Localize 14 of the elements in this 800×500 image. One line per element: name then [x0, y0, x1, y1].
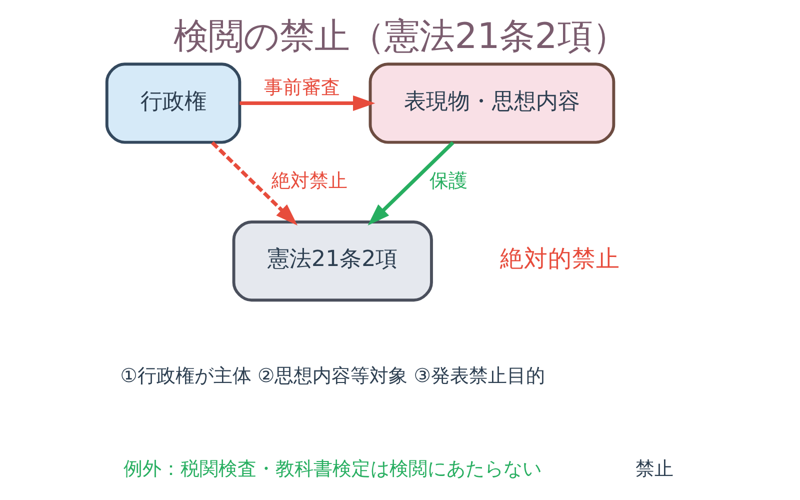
node-box: 憲法21条2項: [232, 220, 432, 302]
label: 禁止: [634, 456, 673, 480]
node-box: 行政権: [104, 62, 241, 144]
label: 例外：税関検査・教科書検定は検閲にあたらない: [123, 456, 542, 480]
arrow: [367, 141, 454, 226]
label: 絶対的禁止: [499, 244, 620, 273]
edge-label: 絶対禁止: [271, 169, 348, 192]
arrow: [210, 141, 298, 226]
edge-label: 保護: [428, 169, 467, 192]
node-box: 表現物・思想内容: [368, 62, 615, 144]
diagram-title: 検閲の禁止（憲法21条2項）: [173, 16, 627, 58]
label: ①行政権が主体 ②思想内容等対象 ③発表禁止目的: [120, 364, 544, 387]
edge-label: 事前審査: [263, 75, 340, 98]
arrow: [239, 95, 375, 111]
